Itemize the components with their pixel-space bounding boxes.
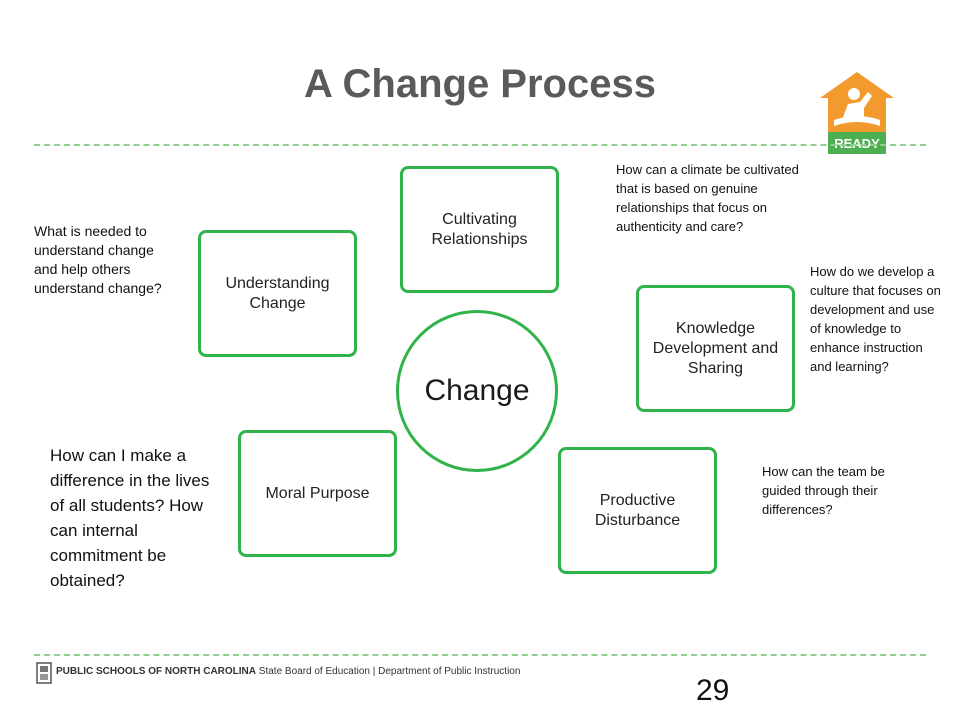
- cultivating-relationships-label: Cultivating Relationships: [431, 210, 528, 248]
- footer-text: PUBLIC SCHOOLS OF NORTH CAROLINA State B…: [56, 666, 520, 677]
- footer-dept: State Board of Education | Department of…: [256, 666, 521, 677]
- moral-purpose-box: Moral Purpose: [238, 430, 397, 557]
- change-circle: Change: [396, 310, 558, 472]
- top-divider: [34, 144, 926, 146]
- state-seal-icon: [36, 662, 52, 684]
- ready-logo: READY: [820, 72, 894, 154]
- team-note: How can the team be guided through their…: [762, 464, 885, 517]
- page-title: A Change Process: [304, 62, 656, 106]
- productive-disturbance-label: Productive Disturbance: [594, 491, 681, 529]
- climate-note: How can a climate be cultivated that is …: [616, 162, 799, 234]
- page-number: 29: [696, 674, 730, 707]
- footer-org: PUBLIC SCHOOLS OF NORTH CAROLINA: [56, 666, 256, 677]
- logo-text: READY: [834, 136, 880, 151]
- cultivating-relationships-box: Cultivating Relationships: [400, 166, 559, 293]
- understanding-change-label: Understanding Change: [225, 274, 330, 312]
- knowledge-development-label: Knowledge Development and Sharing: [652, 319, 779, 377]
- moral-purpose-label: Moral Purpose: [265, 484, 370, 502]
- understanding-change-box: Understanding Change: [198, 230, 357, 357]
- understand-note: What is needed to understand change and …: [34, 223, 162, 296]
- knowledge-development-box: Knowledge Development and Sharing: [636, 285, 795, 412]
- productive-disturbance-box: Productive Disturbance: [558, 447, 717, 574]
- difference-note: How can I make a difference in the lives…: [50, 446, 210, 590]
- bottom-divider: [34, 654, 926, 656]
- change-circle-label: Change: [424, 374, 530, 407]
- culture-note: How do we develop a culture that focuses…: [810, 264, 941, 374]
